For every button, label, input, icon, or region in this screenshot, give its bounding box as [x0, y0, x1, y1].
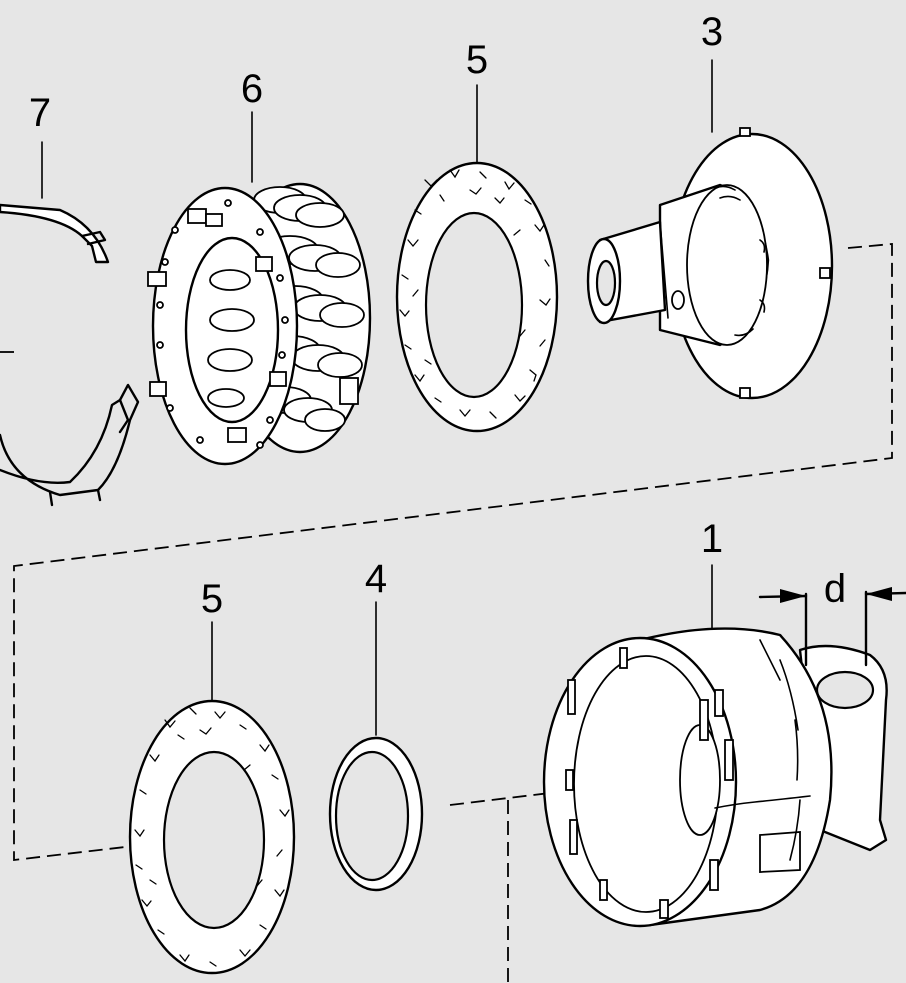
part-5-top-friction-disc: [395, 84, 559, 433]
part-6-spring-pack: [147, 111, 372, 466]
bolt-heads: [147, 208, 287, 443]
assembly-axis-dashed: [0, 243, 893, 983]
housing-slots: [565, 647, 734, 919]
flange-holes: [156, 199, 289, 449]
part-4-ring: [328, 601, 424, 892]
friction-texture-top: [399, 169, 551, 419]
label-part-1: 1: [701, 517, 723, 561]
part-3-hub-flange: [586, 59, 834, 400]
part-1-housing: [542, 564, 888, 928]
label-part-5-bottom: 5: [201, 577, 223, 621]
friction-texture-bottom: [134, 707, 290, 967]
part-5-bottom-friction-disc: [128, 621, 296, 975]
dimension-d: [758, 587, 906, 667]
spring-coils: [253, 186, 365, 432]
label-part-3: 3: [701, 10, 723, 54]
label-part-4: 4: [365, 557, 387, 601]
part-7-split-ring: [0, 141, 140, 507]
label-part-6: 6: [241, 67, 263, 111]
label-part-7: 7: [29, 91, 51, 135]
label-dimension-d: d: [824, 567, 846, 611]
label-part-5-top: 5: [466, 38, 488, 82]
